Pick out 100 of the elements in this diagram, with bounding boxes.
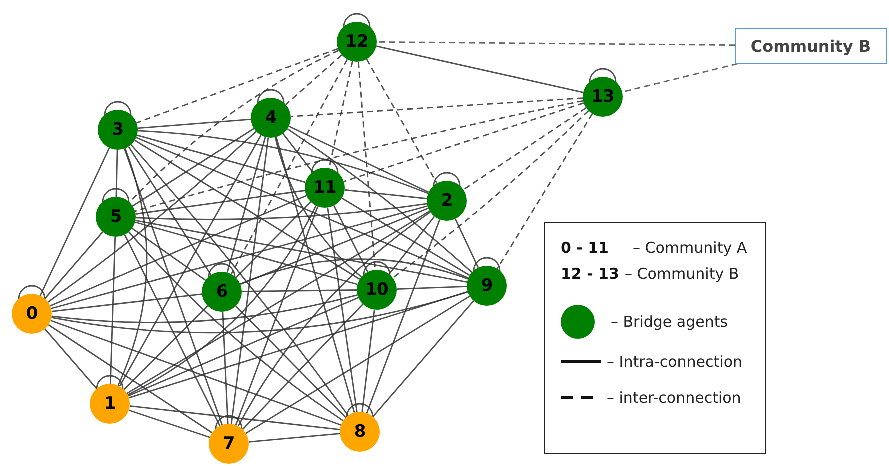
connection-line <box>496 114 594 270</box>
connection-line <box>238 212 431 427</box>
connection-line <box>392 110 590 279</box>
connection-line <box>128 297 359 397</box>
connection-line <box>128 146 212 276</box>
self-loop <box>18 285 46 300</box>
legend-key: 12 - 13 <box>561 265 625 283</box>
legend-key: 0 - 11 <box>561 239 633 257</box>
connection-line <box>48 131 257 303</box>
community-label: Community B <box>750 36 872 56</box>
connection-line <box>128 291 468 399</box>
node-number: 12 <box>346 32 368 52</box>
connection-line <box>248 433 340 443</box>
connection-line <box>44 328 98 390</box>
agent-node <box>357 270 397 310</box>
connection-line <box>132 228 206 282</box>
connection-line <box>52 294 202 312</box>
self-loop <box>208 263 236 278</box>
connection-line <box>130 406 340 430</box>
node-number: 11 <box>314 178 336 198</box>
node-number: 2 <box>441 191 453 211</box>
connection-line <box>136 203 428 220</box>
node-number: 5 <box>110 207 122 227</box>
node-number: 10 <box>366 280 388 300</box>
connection-line <box>135 100 584 212</box>
connection-line <box>51 206 428 310</box>
connection-line <box>366 59 438 184</box>
connection-line <box>290 98 584 118</box>
connection-line <box>136 220 468 284</box>
node-number: 9 <box>481 276 493 296</box>
connection-line <box>128 206 317 396</box>
connection-line <box>463 108 587 190</box>
agent-node <box>340 412 380 452</box>
self-loop <box>104 101 132 116</box>
connection-line <box>230 138 270 424</box>
connection-line <box>230 59 348 275</box>
connection-line <box>138 118 252 130</box>
connection-line <box>235 206 319 426</box>
node-number: 13 <box>592 87 614 107</box>
connection-line <box>287 128 473 274</box>
connection-line <box>362 310 376 412</box>
connection-line <box>372 300 474 418</box>
connection-line <box>454 218 480 268</box>
connection-line <box>134 140 360 280</box>
agent-node <box>337 22 377 62</box>
node-number: 7 <box>223 434 235 454</box>
node-number: 8 <box>354 422 366 442</box>
node-number: 0 <box>26 304 38 324</box>
connection-line <box>118 148 148 386</box>
connection-line <box>226 137 266 273</box>
connection-line <box>128 232 344 422</box>
connection-line <box>622 63 738 93</box>
connection-line <box>222 312 229 424</box>
agent-node <box>583 77 623 117</box>
connection-line <box>333 206 369 272</box>
connection-line <box>240 208 429 286</box>
legend-text: – inter-connection <box>607 389 742 407</box>
connection-line <box>124 234 221 426</box>
connection-line <box>124 148 223 426</box>
connection-line <box>110 236 116 384</box>
connection-line <box>236 202 312 278</box>
community-label-box <box>735 28 887 64</box>
connection-line <box>388 216 436 275</box>
connection-line <box>344 189 428 200</box>
agent-node <box>305 168 345 208</box>
self-loop <box>433 172 461 186</box>
connection-line <box>116 150 118 198</box>
self-loop <box>102 188 130 202</box>
connection-line <box>124 306 208 390</box>
connection-line <box>136 137 469 279</box>
connection-line <box>342 198 470 276</box>
connection-line <box>377 41 735 46</box>
connection-line <box>240 258 468 285</box>
node-number: 3 <box>112 120 124 140</box>
agent-node <box>96 197 136 237</box>
connection-line <box>327 208 358 412</box>
node-number: 1 <box>104 394 116 414</box>
connection-line <box>40 148 110 296</box>
connection-line <box>126 210 430 394</box>
connection-line <box>376 46 584 94</box>
self-loop <box>215 415 243 430</box>
node-number: 6 <box>216 282 228 302</box>
agent-node <box>12 294 52 334</box>
connection-line <box>138 130 429 194</box>
connection-line <box>128 410 210 438</box>
connection-line <box>242 290 357 292</box>
connection-line <box>52 294 358 324</box>
connection-line <box>129 50 340 203</box>
agent-node <box>90 384 130 424</box>
connection-line <box>136 190 306 215</box>
connection-line <box>286 54 342 106</box>
self-loop <box>257 89 285 104</box>
legend-text: – Bridge agents <box>611 313 728 331</box>
agent-node <box>251 98 291 138</box>
connection-line <box>50 320 342 426</box>
connection-line <box>136 48 338 124</box>
connection-line <box>366 219 441 414</box>
connection-line <box>246 296 470 434</box>
connection-line <box>132 128 255 207</box>
legend-text: – Community B <box>625 265 740 283</box>
